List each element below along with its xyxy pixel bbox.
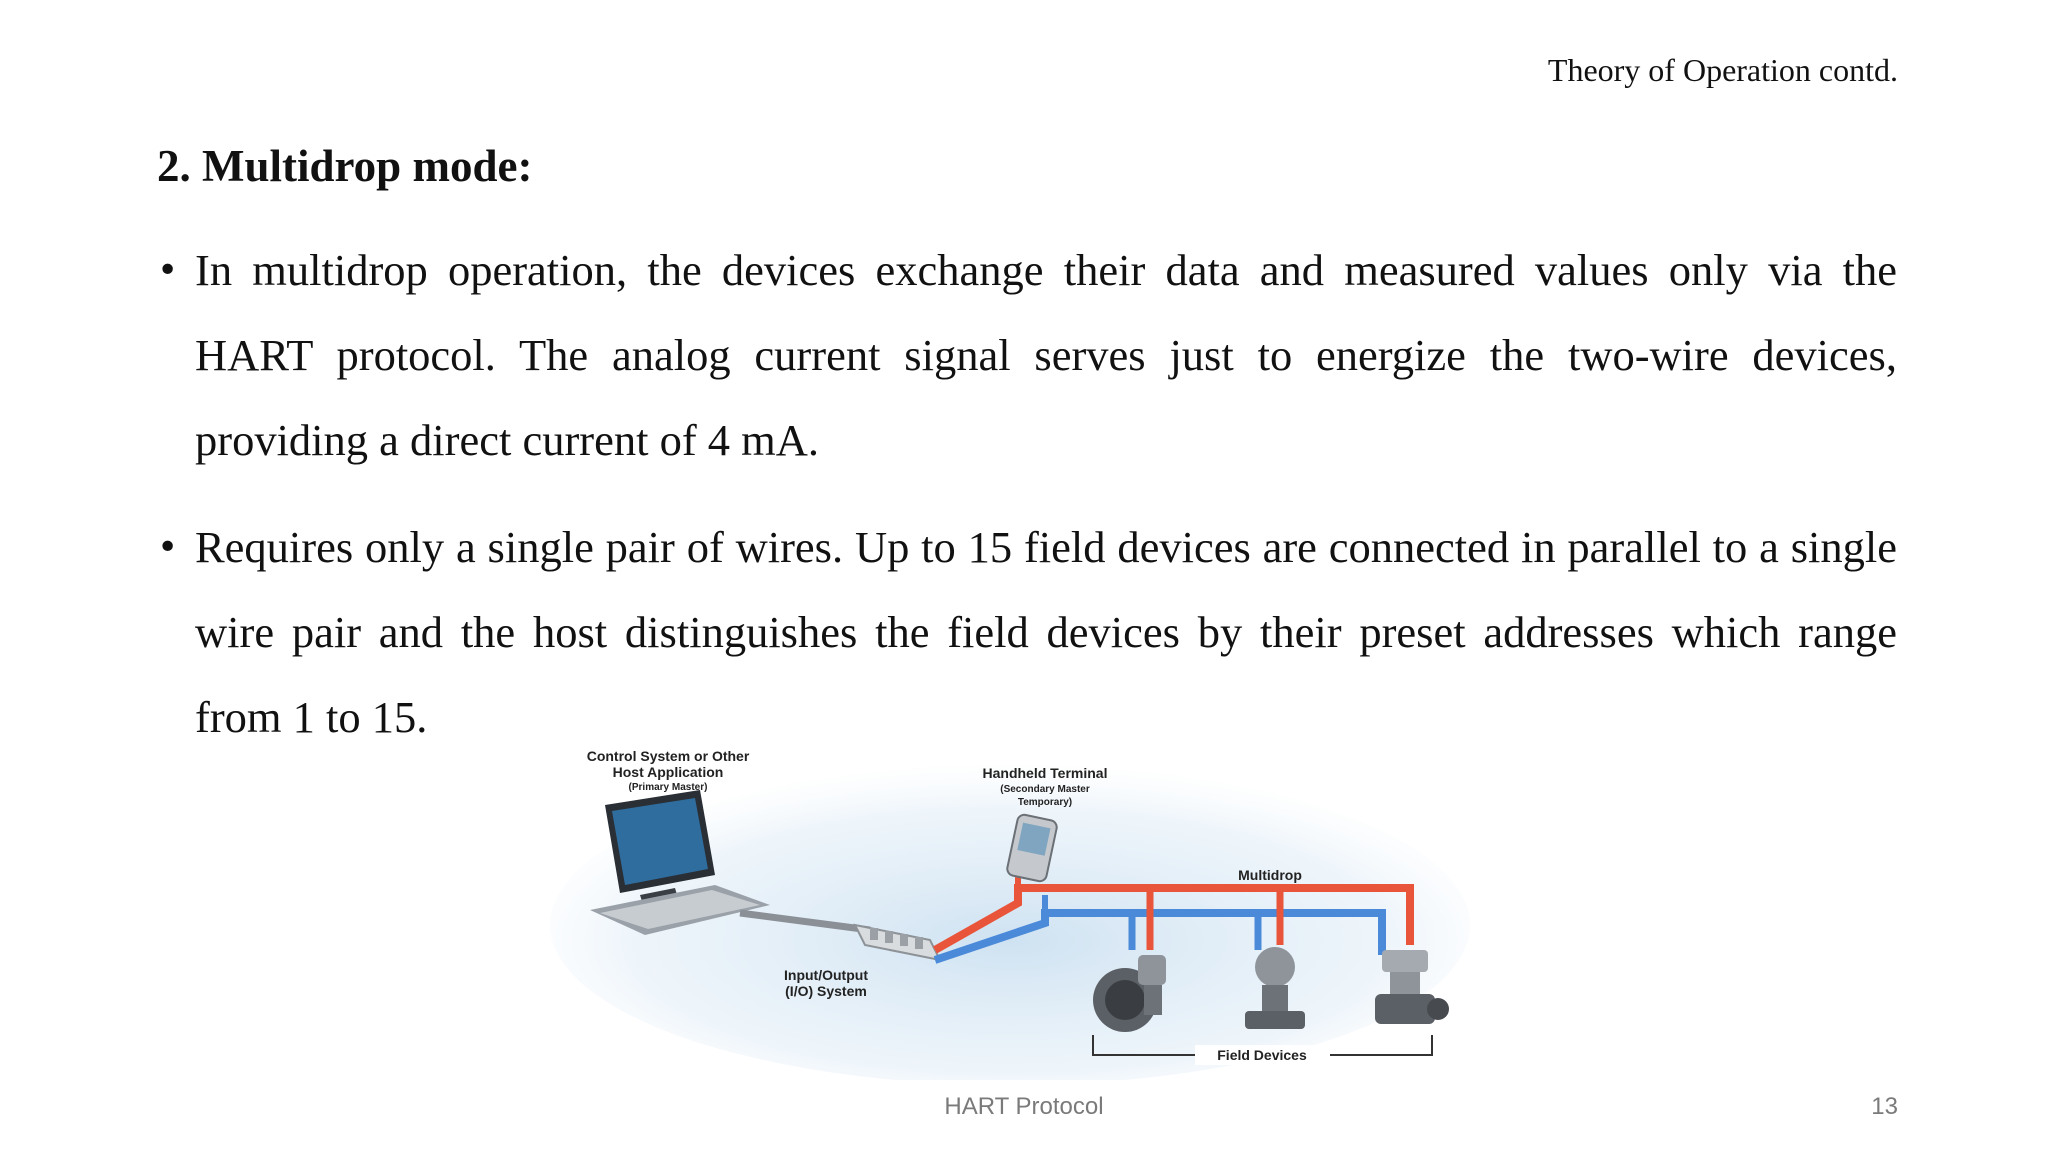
host-label-line-1: Control System or Other bbox=[587, 748, 750, 764]
bullet-text: In multidrop operation, the devices exch… bbox=[195, 245, 1897, 465]
field-devices-label: Field Devices bbox=[1217, 1047, 1307, 1063]
computer-icon bbox=[590, 790, 770, 935]
bullet-item: • Requires only a single pair of wires. … bbox=[157, 505, 1897, 760]
host-label-line-2: Host Application bbox=[613, 764, 724, 780]
field-device-flowmeter-icon bbox=[1093, 955, 1166, 1032]
handheld-label-line-1: Handheld Terminal bbox=[983, 765, 1108, 781]
io-label-line-1: Input/Output bbox=[784, 967, 868, 983]
bullet-marker: • bbox=[157, 527, 179, 568]
page-number: 13 bbox=[1871, 1093, 1898, 1120]
multidrop-diagram: Control System or Other Host Application… bbox=[550, 748, 1470, 1080]
multidrop-label: Multidrop bbox=[1238, 867, 1302, 883]
bullet-text: Requires only a single pair of wires. Up… bbox=[195, 522, 1897, 742]
bullet-marker: • bbox=[157, 250, 179, 291]
host-cable bbox=[739, 909, 871, 934]
handheld-label-line-2: (Secondary Master bbox=[1000, 784, 1090, 795]
footer-title: HART Protocol bbox=[944, 1093, 1104, 1120]
host-label-line-3: (Primary Master) bbox=[629, 782, 708, 793]
bracket-label-bg bbox=[1195, 1045, 1330, 1065]
background-glow bbox=[550, 765, 1470, 1080]
handheld-label-line-3: Temporary) bbox=[1018, 797, 1072, 808]
handheld-terminal-icon bbox=[1006, 813, 1058, 883]
bullet-list: • In multidrop operation, the devices ex… bbox=[157, 228, 1897, 782]
field-device-transmitter-icon bbox=[1245, 947, 1305, 1029]
field-device-valve-icon bbox=[1375, 950, 1449, 1024]
multidrop-wires bbox=[933, 875, 1414, 964]
io-label-line-2: (I/O) System bbox=[785, 983, 867, 999]
slide-header: Theory of Operation contd. bbox=[1547, 52, 1898, 88]
bullet-item: • In multidrop operation, the devices ex… bbox=[157, 228, 1897, 483]
slide-title: 2. Multidrop mode: bbox=[157, 141, 533, 191]
